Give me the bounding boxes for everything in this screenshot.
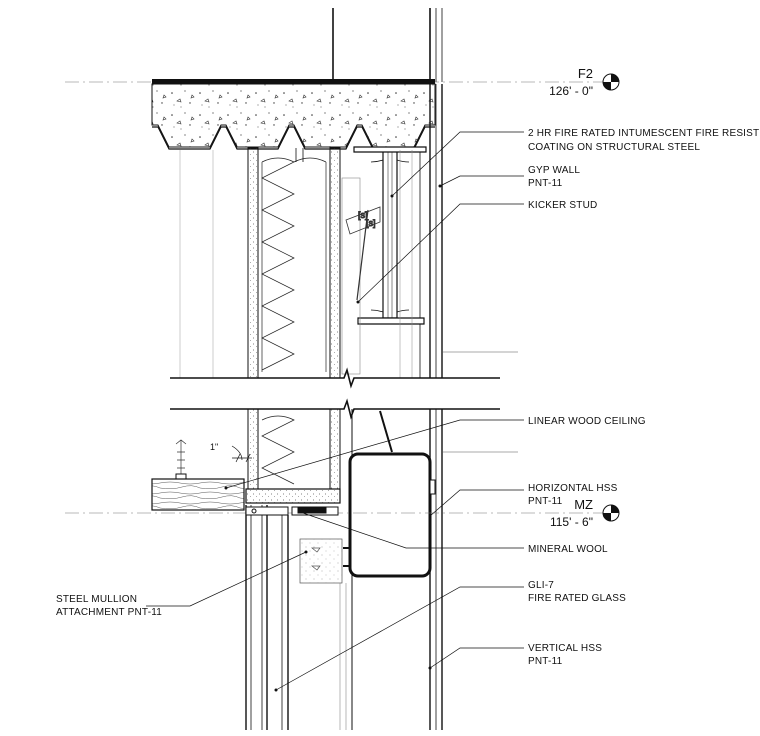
level-name-mz: MZ [574,497,593,512]
note-gli7: GLI-7 FIRE RATED GLASS [528,580,626,604]
note-line: KICKER STUD [528,200,597,211]
soffit-board [245,488,341,504]
note-line: LINEAR WOOD CEILING [528,416,646,427]
steel-mullion [245,505,339,730]
note-line: FIRE RATED GLASS [528,593,626,604]
note-line: STEEL MULLION [56,594,137,605]
leader-steel-mullion [146,551,307,607]
ceiling-hanger [175,439,187,480]
partition-wall [247,147,341,379]
lower-section: 1" [65,398,605,730]
note-vertical-hss: VERTICAL HSS PNT-11 [528,643,602,667]
note-horizontal-hss: HORIZONTAL HSS PNT-11 [528,483,618,507]
note-line: GYP WALL [528,165,580,176]
concrete-slab [151,83,436,148]
note-line: COATING ON STRUCTURAL STEEL [528,142,700,153]
leader-gyp-wall [439,175,524,187]
fire-rated-glass [339,583,347,730]
leader-linear-wood-ceiling [225,419,524,489]
note-gyp-wall: GYP WALL PNT-11 [528,165,580,189]
slab-top-finish [152,79,435,84]
leader-gli7 [275,586,524,691]
note-line: VERTICAL HSS [528,643,602,654]
partition-wall-lower [247,408,341,490]
hss-cap-plate [429,479,436,495]
horizontal-hss [348,452,432,578]
note-line: ATTACHMENT PNT-11 [56,607,162,618]
leader-lines [146,131,524,691]
note-line: HORIZONTAL HSS [528,483,618,494]
note-line: GLI-7 [528,580,554,591]
leader-kicker-stud [357,203,524,303]
mullion-attachment-clip [299,538,349,584]
existing-wall-lines [179,150,214,378]
linear-wood-ceiling [151,478,245,511]
break-line-lower [170,398,500,420]
leader-horizontal-hss [429,489,524,517]
level-name-f2: F2 [578,66,593,81]
leader-vertical-hss [429,647,524,669]
level-marker-mz: MZ 115' - 6" [550,497,620,529]
steel-beam [341,146,427,378]
level-elev-mz: 115' - 6" [550,515,593,529]
note-fire-coating: 2 HR FIRE RATED INTUMESCENT FIRE RESISTI… [528,128,760,153]
note-steel-mullion: STEEL MULLION ATTACHMENT PNT-11 [56,594,162,618]
note-line: PNT-11 [528,178,563,189]
leader-fire-coating [391,131,524,197]
note-line: MINERAL WOOL [528,544,608,555]
note-mineral-wool: MINERAL WOOL [528,544,608,555]
kicker-stud: [s] [s] [345,206,381,301]
note-line: 2 HR FIRE RATED INTUMESCENT FIRE RESISTI… [528,128,760,139]
note-kicker-stud: KICKER STUD [528,200,597,211]
break-line-upper [170,367,500,389]
leader-arrows [224,184,442,692]
svg-text:[s]: [s] [366,218,376,228]
hanger-plate [379,410,393,453]
upper-section: [s] [s] [65,8,605,389]
gyp-wall [419,84,518,378]
level-elev-f2: 126' - 0" [549,84,593,98]
level-marker-f2: F2 126' - 0" [549,66,620,98]
svg-text:[s]: [s] [358,210,368,220]
leader-mineral-wool [299,511,524,549]
note-line: PNT-11 [528,656,563,667]
dimension-label: 1" [210,442,218,452]
wall-above-slab [332,8,443,82]
dimension-1in [231,445,252,463]
note-line: PNT-11 [528,496,563,507]
note-linear-wood-ceiling: LINEAR WOOD CEILING [528,416,646,427]
batt-insulation [261,157,327,372]
